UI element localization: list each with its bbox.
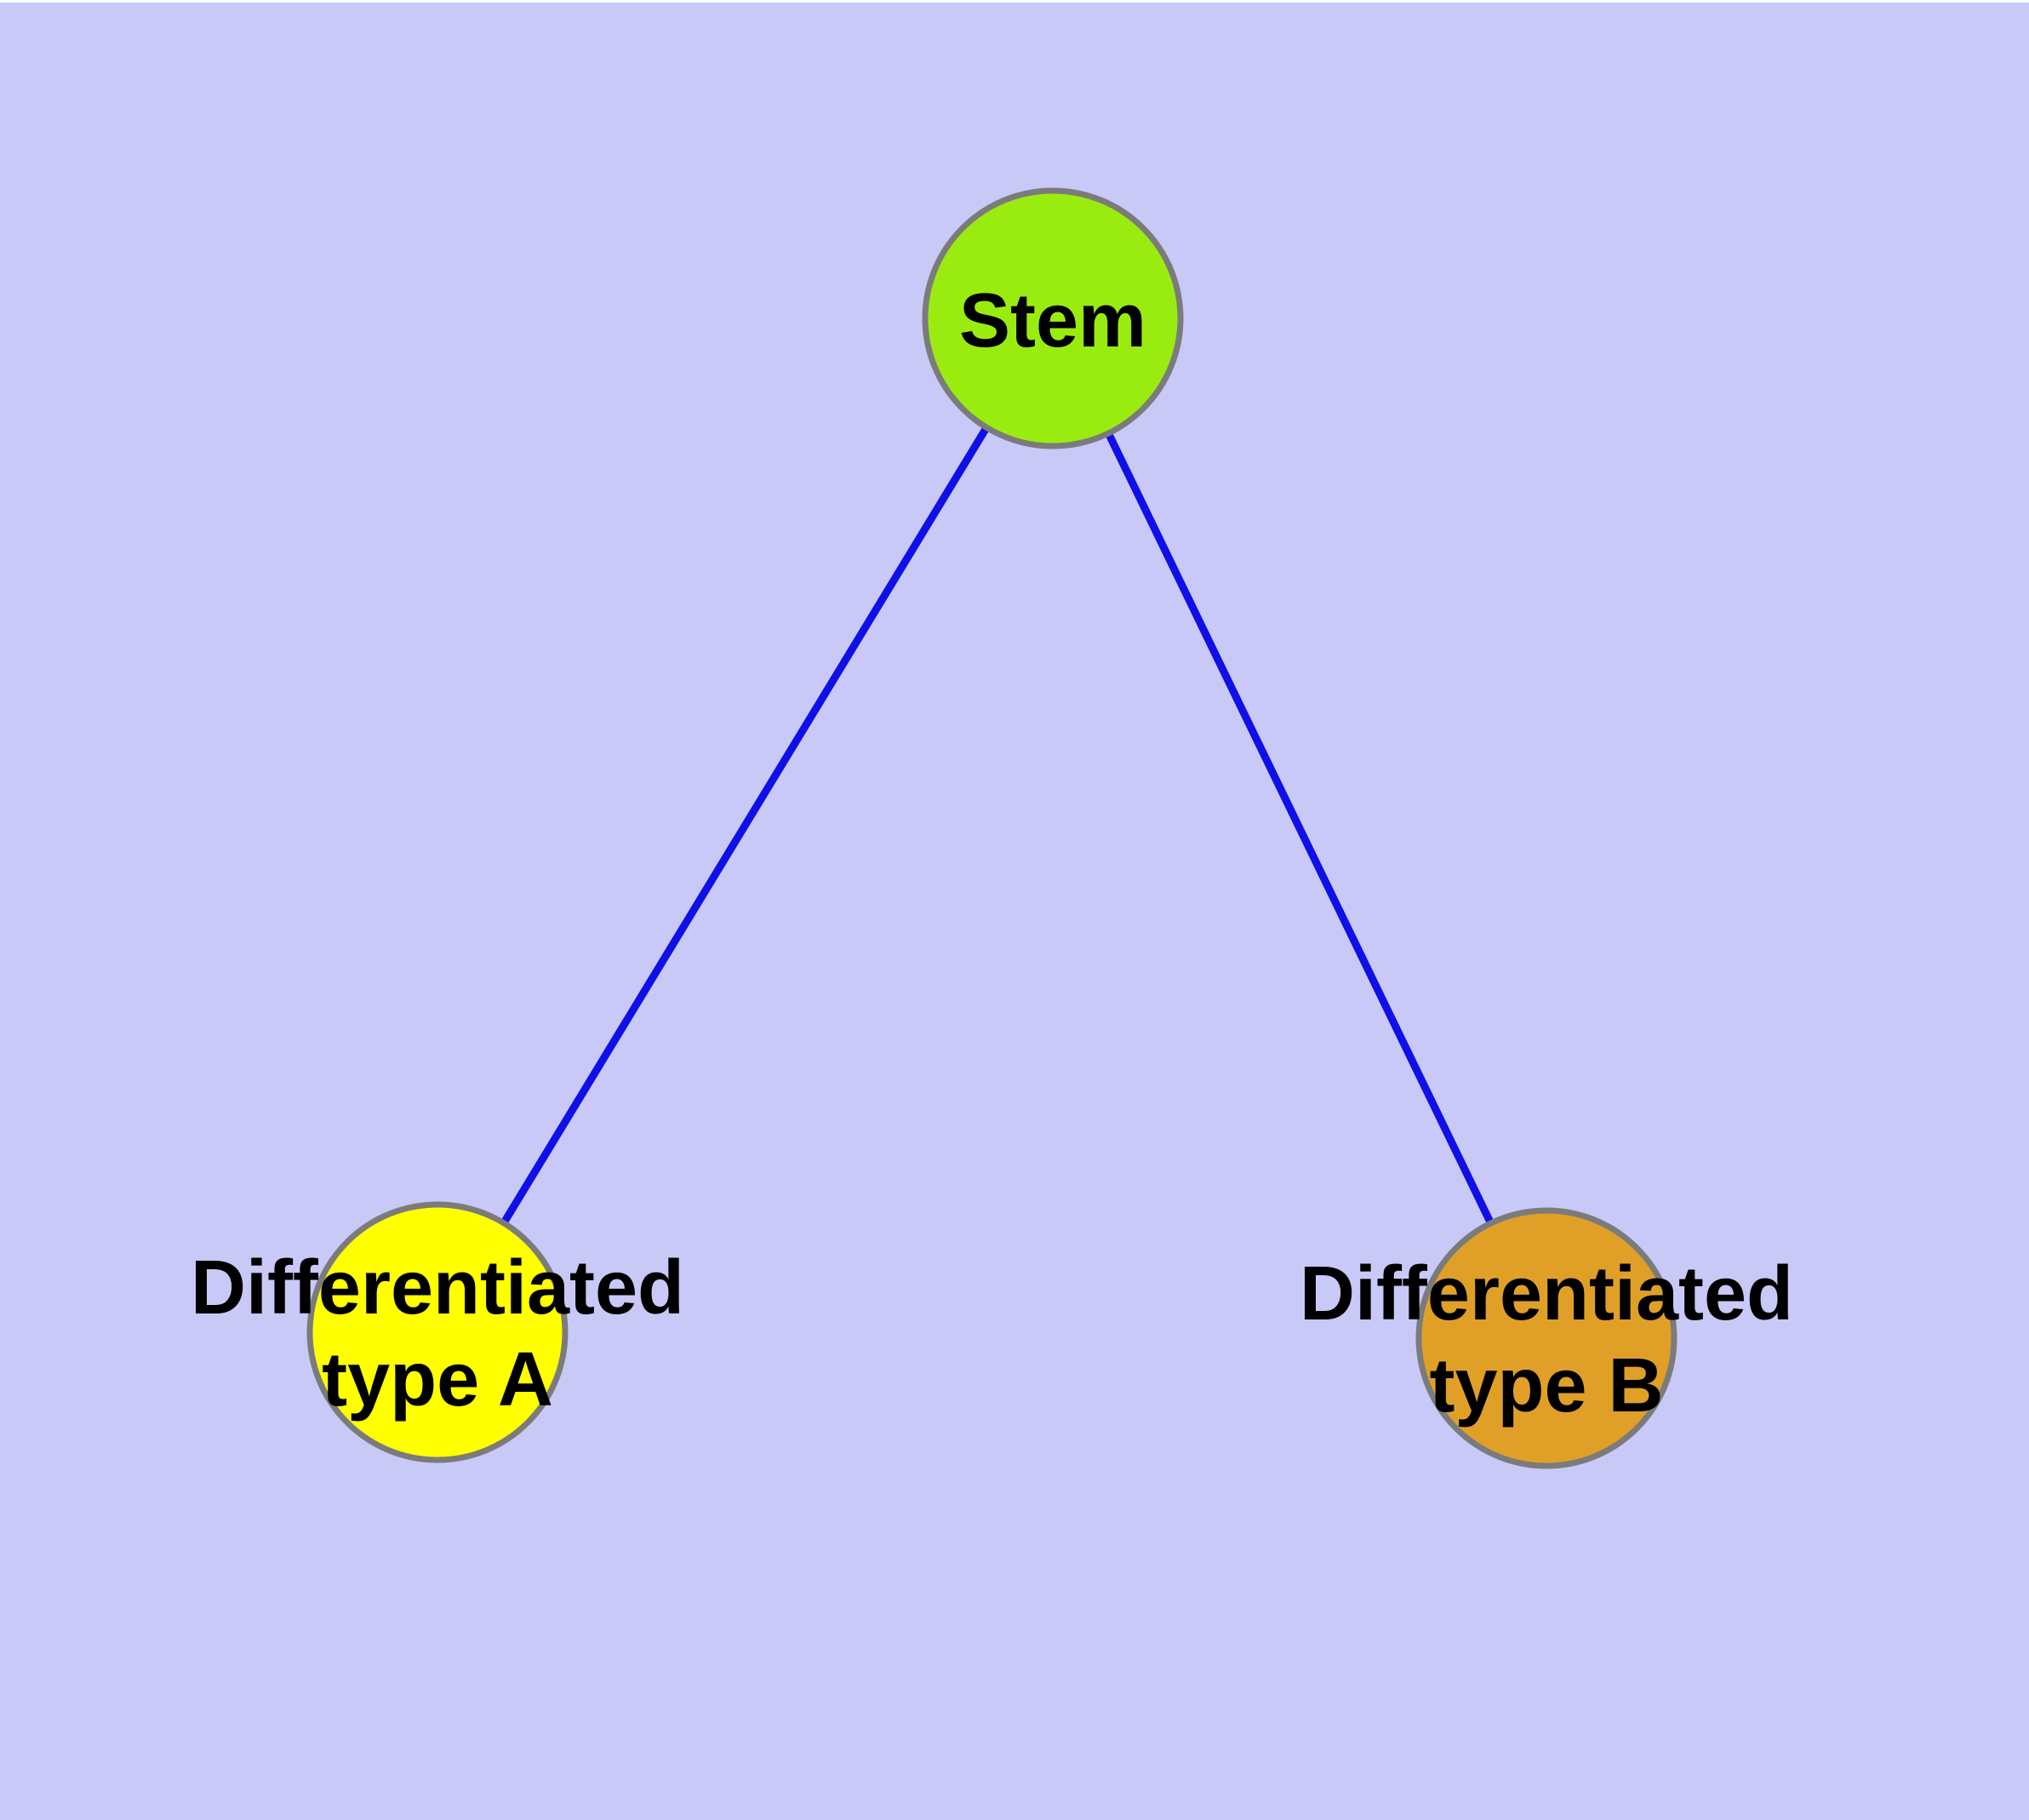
node-type-b-label-line1: Differentiated <box>1300 1251 1793 1336</box>
node-type-b-label-line2: type B <box>1429 1343 1663 1428</box>
node-differentiated-type-a <box>306 1201 569 1463</box>
node-stem <box>922 187 1184 449</box>
node-differentiated-type-b <box>1415 1207 1677 1469</box>
node-stem-label: Stem <box>959 278 1146 363</box>
node-type-a-label-line1: Differentiated <box>191 1245 684 1331</box>
edge-stem-to-type-b <box>1049 317 1551 1340</box>
edge-stem-to-type-a <box>434 316 1056 1335</box>
node-type-a-label-line2: type A <box>322 1337 553 1422</box>
